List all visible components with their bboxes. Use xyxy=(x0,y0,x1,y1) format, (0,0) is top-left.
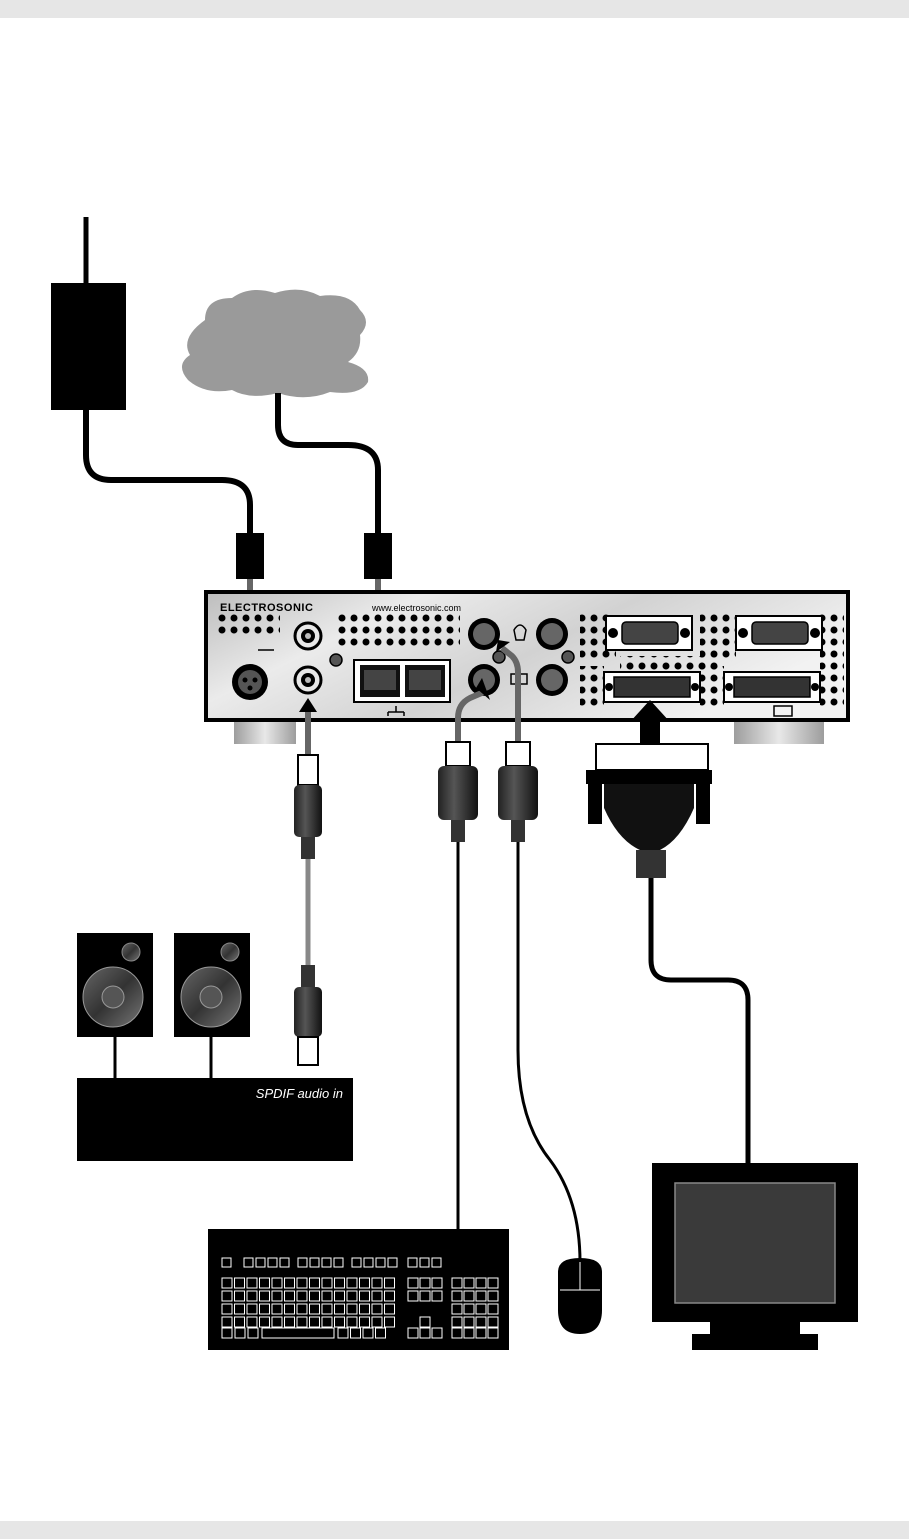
keyboard xyxy=(208,1229,509,1350)
screw xyxy=(330,654,342,666)
mouse-cable xyxy=(496,640,580,1262)
spdif-jack xyxy=(295,667,321,693)
dvi-cable xyxy=(586,700,748,1165)
spdif-cable xyxy=(294,698,322,1065)
keyboard-cable xyxy=(438,678,490,1232)
amplifier: SPDIF audio in xyxy=(77,1078,353,1161)
power-supply xyxy=(51,217,264,632)
device-rear-panel: ELECTROSONIC www.electrosonic.com xyxy=(206,592,848,720)
rca-jack-top xyxy=(295,623,321,649)
url-label: www.electrosonic.com xyxy=(371,603,461,613)
speaker-right xyxy=(174,933,250,1080)
speaker-left xyxy=(77,933,153,1080)
monitor-screen xyxy=(675,1183,835,1303)
power-plug xyxy=(236,533,264,579)
brand-label: ELECTROSONIC xyxy=(220,602,313,614)
network-cloud xyxy=(182,290,392,632)
network-plug xyxy=(364,533,392,579)
monitor xyxy=(652,1163,858,1350)
spdif-label: SPDIF audio in xyxy=(256,1086,343,1101)
mouse xyxy=(558,1258,602,1334)
